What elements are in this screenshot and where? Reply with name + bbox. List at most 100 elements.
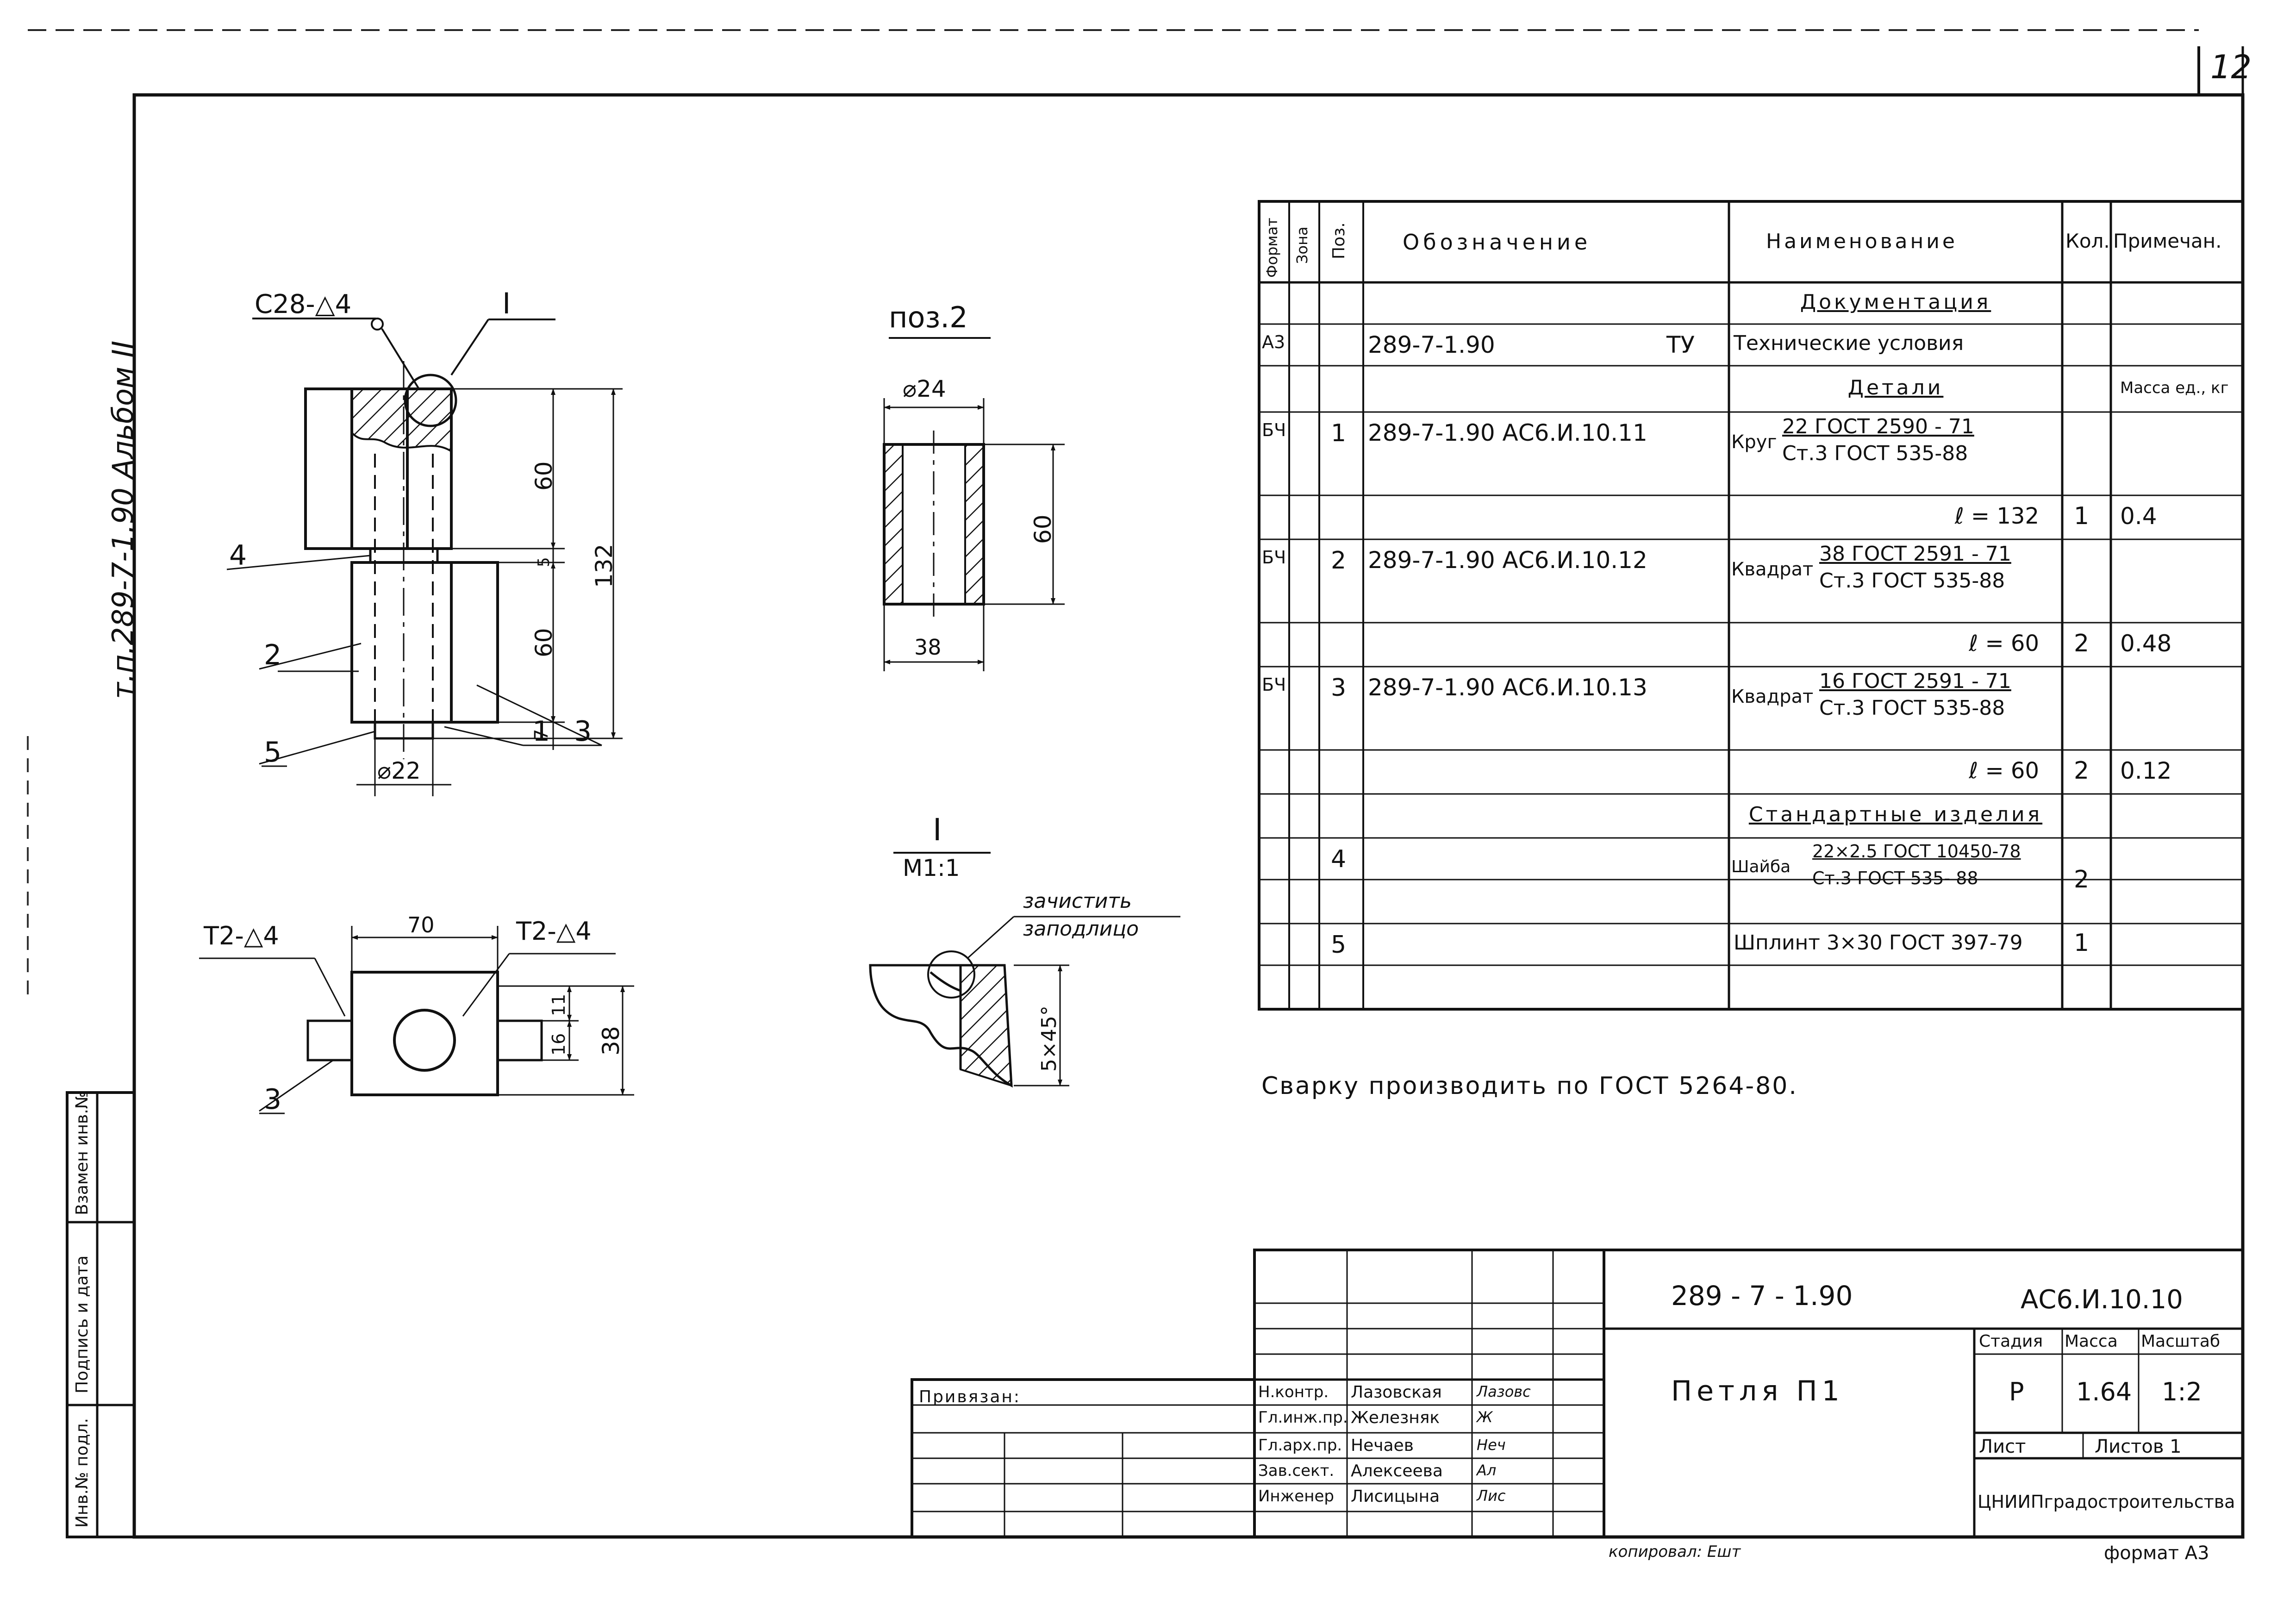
detail-chamfer: 5×45° (1037, 1006, 1061, 1072)
spec-cell-qty: 1 (2074, 929, 2090, 957)
dim-60-top: 60 (530, 461, 557, 491)
callout-5: 5 (264, 736, 282, 768)
pos2-dim-60: 60 (1029, 514, 1056, 544)
spec-header-name: Наименование (1766, 230, 1958, 253)
stamp-inv-original: Инв.№ подл. (73, 1418, 92, 1528)
pos2-dia-24: ⌀24 (903, 375, 946, 402)
stamp-replacement-inv: Взамен инв.№ (73, 1091, 92, 1215)
spec-cell-length: ℓ = 132 (1954, 503, 2039, 530)
plan-callout-3: 3 (264, 1083, 282, 1116)
tb-bound: Привязан: (919, 1387, 1021, 1406)
spec-cell-note: 0.4 (2120, 503, 2157, 530)
tb-doc: АС6.И.10.10 (2021, 1285, 2183, 1315)
spec-cell-note: Масса ед., кг (2120, 379, 2229, 398)
tb-stage-header: Стадия (1979, 1332, 2043, 1351)
spec-cell-format: БЧ (1262, 675, 1286, 695)
spec-cell-designation: 289-7-1.90 АС6.И.10.11 (1368, 419, 1647, 446)
detail-ref-label: I (502, 287, 511, 320)
tb-person-name: Нечаев (1351, 1436, 1414, 1455)
detail-title: I (933, 812, 942, 848)
spec-header-qty: Кол. (2065, 230, 2110, 252)
spec-header-designation: Обозначение (1403, 230, 1591, 255)
tb-person-name: Лазовская (1351, 1383, 1442, 1402)
tb-organization: ЦНИИПградостроительства (1978, 1492, 2235, 1512)
plan-dim-38: 38 (598, 1026, 624, 1056)
tb-name: Петля П1 (1671, 1375, 1844, 1407)
dim-60-bottom: 60 (530, 628, 557, 657)
plan-dim-70: 70 (407, 912, 435, 937)
callout-3: 3 (574, 715, 592, 748)
spec-cell-name-prefix: Квадрат (1731, 559, 1814, 580)
spec-cell-name-top: 38 ГОСТ 2591 - 71 (1819, 542, 2011, 566)
tb-person-name: Лисицына (1351, 1487, 1440, 1506)
tb-person-role: Зав.сект. (1258, 1462, 1335, 1480)
spec-cell-section: Стандартные изделия (1748, 803, 2043, 827)
footer-format: формат А3 (2104, 1543, 2209, 1564)
tb-person-name: Железняк (1351, 1408, 1440, 1427)
weld-note: Сварку производить по ГОСТ 5264-80. (1261, 1072, 1798, 1100)
tb-scale-header: Масштаб (2141, 1332, 2221, 1351)
dim-dia-22: ⌀22 (377, 757, 421, 784)
tb-person-signature: Лис (1477, 1487, 1506, 1505)
margin-title: т.п.289-7-1.90 Альбом II (106, 340, 140, 699)
tb-sheets-header: Листов 1 (2095, 1436, 2182, 1457)
spec-header-note: Примечан. (2113, 230, 2222, 252)
spec-cell-designation: 289-7-1.90 (1368, 331, 1495, 358)
spec-cell-name-bottom: Ст.3 ГОСТ 535- 88 (1812, 868, 1978, 888)
spec-cell-designation: 289-7-1.90 АС6.И.10.13 (1368, 674, 1647, 701)
tb-person-role: Гл.инж.пр. (1258, 1408, 1348, 1427)
spec-cell-name-prefix: Круг (1731, 431, 1777, 453)
plan-weld-right: Т2-△4 (516, 917, 592, 946)
spec-cell-length: ℓ = 60 (1969, 758, 2039, 784)
spec-cell-name-prefix: Шайба (1731, 857, 1791, 876)
detail-scale: М1:1 (903, 855, 960, 881)
tb-person-role: Н.контр. (1258, 1383, 1329, 1401)
spec-cell-pos: 3 (1331, 674, 1347, 702)
tb-person-signature: Неч (1477, 1436, 1506, 1454)
spec-cell-name: Шплинт 3×30 ГОСТ 397-79 (1734, 931, 2023, 955)
spec-cell-format: БЧ (1262, 547, 1286, 568)
spec-cell-pos: 4 (1331, 845, 1347, 873)
spec-cell-designation-suffix: ТУ (1666, 331, 1695, 358)
spec-cell-note: 0.12 (2120, 757, 2172, 784)
spec-header-format: Формат (1263, 218, 1281, 278)
tb-person-signature: Лазовс (1477, 1383, 1531, 1400)
spec-cell-format: БЧ (1262, 420, 1286, 440)
spec-header-pos: Поз. (1329, 222, 1348, 259)
tb-person-signature: Ал (1477, 1462, 1497, 1479)
callout-2: 2 (264, 639, 282, 671)
spec-cell-qty: 1 (2074, 502, 2090, 530)
stamp-signature-date: Подпись и дата (73, 1255, 92, 1393)
spec-cell-length: ℓ = 60 (1969, 631, 2039, 657)
spec-cell-section: Детали (1847, 375, 1944, 400)
sheet-number: 12 (2210, 48, 2252, 86)
plan-dim-11: 11 (549, 993, 569, 1016)
tb-person-name: Алексеева (1351, 1462, 1443, 1480)
tb-person-signature: Ж (1477, 1408, 1493, 1426)
spec-header-zone: Зона (1293, 226, 1311, 264)
spec-cell-name: Технические условия (1734, 331, 1964, 355)
tb-mass-header: Масса (2065, 1332, 2118, 1351)
plan-weld-left: Т2-△4 (204, 921, 279, 950)
spec-cell-qty: 2 (2074, 865, 2090, 893)
tb-scale: 1:2 (2162, 1377, 2202, 1406)
detail-note-clean: зачистить (1023, 889, 1132, 913)
spec-cell-pos: 2 (1331, 547, 1347, 575)
spec-cell-name-bottom: Ст.3 ГОСТ 535-88 (1782, 442, 1968, 465)
pos2-title: поз.2 (889, 300, 968, 334)
spec-cell-pos: 1 (1331, 419, 1347, 447)
tb-person-role: Инженер (1258, 1487, 1334, 1505)
tb-stage: Р (2009, 1377, 2024, 1406)
weld-mark-top: С28-△4 (255, 289, 352, 319)
tb-person-role: Гл.арх.пр. (1258, 1436, 1342, 1455)
spec-cell-name-bottom: Ст.3 ГОСТ 535-88 (1819, 696, 2005, 720)
dim-gap: 5 (535, 557, 553, 567)
callout-1: 1 (532, 715, 550, 748)
spec-cell-name-bottom: Ст.3 ГОСТ 535-88 (1819, 569, 2005, 593)
callout-4: 4 (229, 539, 247, 572)
spec-cell-qty: 2 (2074, 756, 2090, 785)
pos2-dim-38: 38 (914, 635, 942, 660)
spec-cell-qty: 2 (2074, 629, 2090, 657)
spec-cell-name-top: 22×2.5 ГОСТ 10450-78 (1812, 841, 2021, 862)
